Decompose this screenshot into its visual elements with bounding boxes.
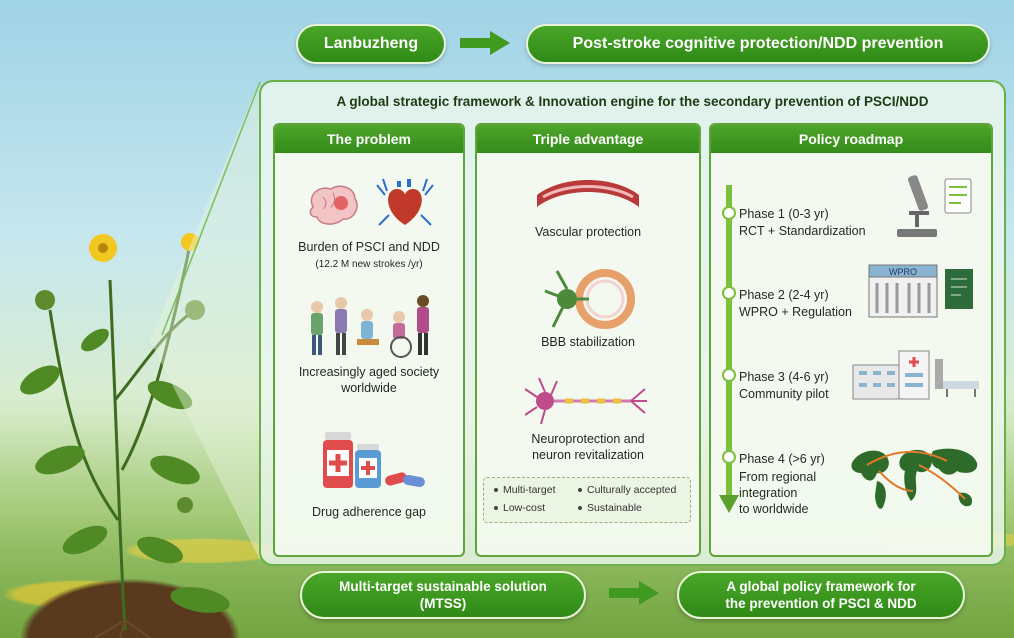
policy-line-1: A global policy framework for bbox=[726, 579, 916, 594]
phase1-desc: RCT + Standardization bbox=[739, 224, 866, 238]
phase2-desc: WPRO + Regulation bbox=[739, 305, 852, 319]
advantage-tags: Multi-target Culturally accepted Low-cos… bbox=[483, 477, 691, 523]
policy-pill: A global policy framework for the preven… bbox=[677, 571, 965, 619]
tag-multi-target: Multi-target bbox=[494, 484, 556, 496]
wpro-sign: WPRO bbox=[889, 267, 917, 277]
right-arrow-icon bbox=[609, 581, 659, 605]
target-label: Post-stroke cognitive protection/NDD pre… bbox=[572, 35, 944, 52]
phase3-title: Phase 3 (4-6 yr) bbox=[739, 370, 829, 384]
tag-low-cost: Low-cost bbox=[494, 502, 545, 514]
blood-vessel-icon bbox=[537, 180, 639, 207]
neuro-label-2: neuron revitalization bbox=[532, 448, 644, 462]
aged-society-label-2: worldwide bbox=[341, 381, 397, 395]
problem-heading: The problem bbox=[275, 125, 463, 153]
source-label: Lanbuzheng bbox=[323, 35, 419, 52]
mtss-line-1: Multi-target sustainable solution bbox=[339, 579, 547, 594]
heart-icon bbox=[376, 178, 434, 226]
phase2-title: Phase 2 (2-4 yr) bbox=[739, 288, 829, 302]
phase1-title: Phase 1 (0-3 yr) bbox=[739, 207, 829, 221]
pill-bottles-icon bbox=[323, 432, 425, 488]
policy-line-2: the prevention of PSCI & NDD bbox=[725, 596, 917, 611]
phase4-desc-2: integration bbox=[739, 486, 798, 500]
timeline-arrow bbox=[719, 185, 739, 513]
neuro-label-1: Neuroprotection and bbox=[531, 432, 645, 446]
framework-panel: A global strategic framework & Innovatio… bbox=[259, 80, 1006, 566]
world-map-icon bbox=[851, 448, 978, 509]
burden-label: Burden of PSCI and NDD bbox=[298, 240, 440, 254]
advantage-heading: Triple advantage bbox=[477, 125, 699, 153]
phase4-desc-3: to worldwide bbox=[739, 502, 809, 516]
mtss-line-2: (MTSS) bbox=[419, 596, 467, 611]
burden-sub: (12.2 M new strokes /yr) bbox=[315, 259, 423, 270]
microscope-icon bbox=[897, 175, 972, 237]
tag-sustainable: Sustainable bbox=[578, 502, 642, 514]
plant-illustration bbox=[20, 233, 230, 638]
brain-icon bbox=[309, 185, 358, 225]
wpro-building-icon: WPRO bbox=[868, 264, 973, 318]
advantage-column: Triple advantage Vascular protection BBB… bbox=[475, 123, 701, 557]
neuron-icon bbox=[525, 377, 647, 425]
vascular-label: Vascular protection bbox=[534, 225, 642, 239]
tag-culturally-accepted: Culturally accepted bbox=[578, 484, 676, 496]
right-arrow-icon bbox=[460, 31, 510, 55]
phase4-title: Phase 4 (>6 yr) bbox=[739, 452, 825, 466]
aged-society-label-1: Increasingly aged society bbox=[298, 365, 440, 379]
roadmap-column: Policy roadmap Phase 1 (0-3 yr) RCT + St… bbox=[709, 123, 993, 557]
mtss-pill: Multi-target sustainable solution (MTSS) bbox=[300, 571, 586, 619]
elderly-people-icon bbox=[311, 295, 429, 358]
roadmap-heading: Policy roadmap bbox=[711, 125, 991, 153]
panel-title: A global strategic framework & Innovatio… bbox=[336, 94, 929, 109]
bbb-label: BBB stabilization bbox=[541, 335, 635, 349]
phase4-desc-1: From regional bbox=[739, 470, 817, 484]
source-pill: Lanbuzheng bbox=[296, 24, 446, 64]
adherence-label: Drug adherence gap bbox=[312, 505, 426, 519]
bbb-cell-icon bbox=[544, 269, 635, 329]
phase3-desc: Community pilot bbox=[739, 387, 829, 401]
problem-column: The problem Burden of PSCI and NDD (12.2… bbox=[273, 123, 465, 557]
target-pill: Post-stroke cognitive protection/NDD pre… bbox=[526, 24, 990, 64]
hospital-icon bbox=[852, 350, 979, 400]
funnel-highlight bbox=[150, 80, 261, 560]
